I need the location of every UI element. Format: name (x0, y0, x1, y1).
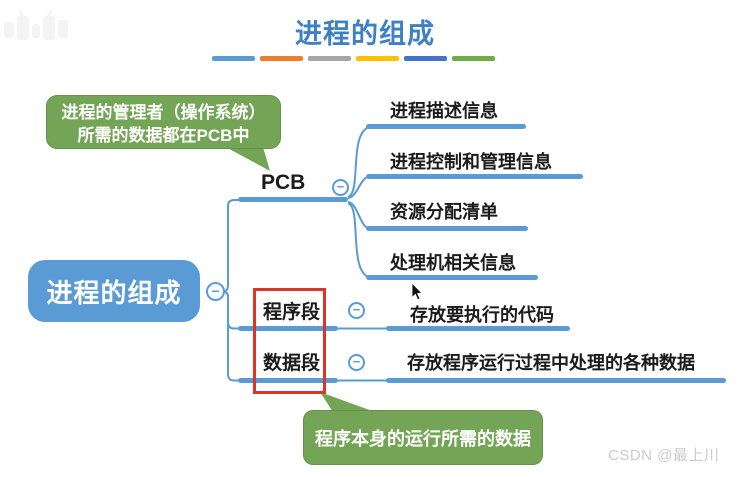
divider-bar (212, 56, 255, 61)
divider-bar (260, 56, 303, 61)
divider-bar (308, 56, 351, 61)
child-bar (366, 275, 538, 280)
collapse-root-icon[interactable]: − (206, 282, 225, 301)
pcb-note-callout: 进程的管理者（操作系统） 所需的数据都在PCB中 (46, 95, 281, 149)
collapse-program-segment-icon[interactable]: − (348, 302, 365, 319)
divider-bar (452, 56, 495, 61)
child-bar (366, 124, 526, 129)
data-note-text: 程序本身的运行所需的数据 (315, 428, 531, 449)
data-note-callout: 程序本身的运行所需的数据 (303, 410, 543, 465)
leaf-node[interactable]: 存放程序运行过程中处理的各种数据 (407, 353, 695, 373)
red-highlight-box (253, 288, 326, 394)
root-node[interactable]: 进程的组成 (28, 260, 200, 322)
csdn-watermark: CSDN @最上川 (608, 447, 720, 464)
collapse-data-segment-icon[interactable]: − (348, 354, 365, 371)
child-bar (366, 174, 583, 179)
data-segment-bar (238, 378, 338, 383)
title-divider (212, 56, 495, 61)
mouse-cursor-icon (411, 283, 423, 301)
leaf-node[interactable]: 处理机相关信息 (390, 253, 516, 273)
page-title: 进程的组成 (295, 19, 435, 49)
branch-node-data-segment[interactable]: 数据段 (263, 353, 321, 374)
divider-bar (404, 56, 447, 61)
leaf-node[interactable]: 进程控制和管理信息 (390, 152, 552, 172)
bilibili-watermark-icon (4, 9, 68, 40)
collapse-pcb-icon[interactable]: − (332, 179, 349, 196)
child-bar (386, 378, 726, 383)
branch-node-program-segment[interactable]: 程序段 (263, 302, 321, 323)
child-bar (386, 326, 570, 331)
pcb-note-tail (224, 146, 270, 171)
program-segment-bar (238, 326, 338, 331)
data-note-tail (320, 392, 375, 412)
pcb-note-line2: 所需的数据都在PCB中 (77, 126, 250, 145)
leaf-node[interactable]: 资源分配清单 (390, 202, 498, 222)
pcb-note-line1: 进程的管理者（操作系统） (61, 103, 266, 122)
child-bar (366, 226, 528, 231)
leaf-node[interactable]: 存放要执行的代码 (410, 305, 554, 325)
leaf-node[interactable]: 进程描述信息 (390, 101, 498, 121)
branch-node-pcb[interactable]: PCB (261, 171, 306, 194)
divider-bar (356, 56, 399, 61)
pcb-branch-bar (238, 197, 348, 202)
